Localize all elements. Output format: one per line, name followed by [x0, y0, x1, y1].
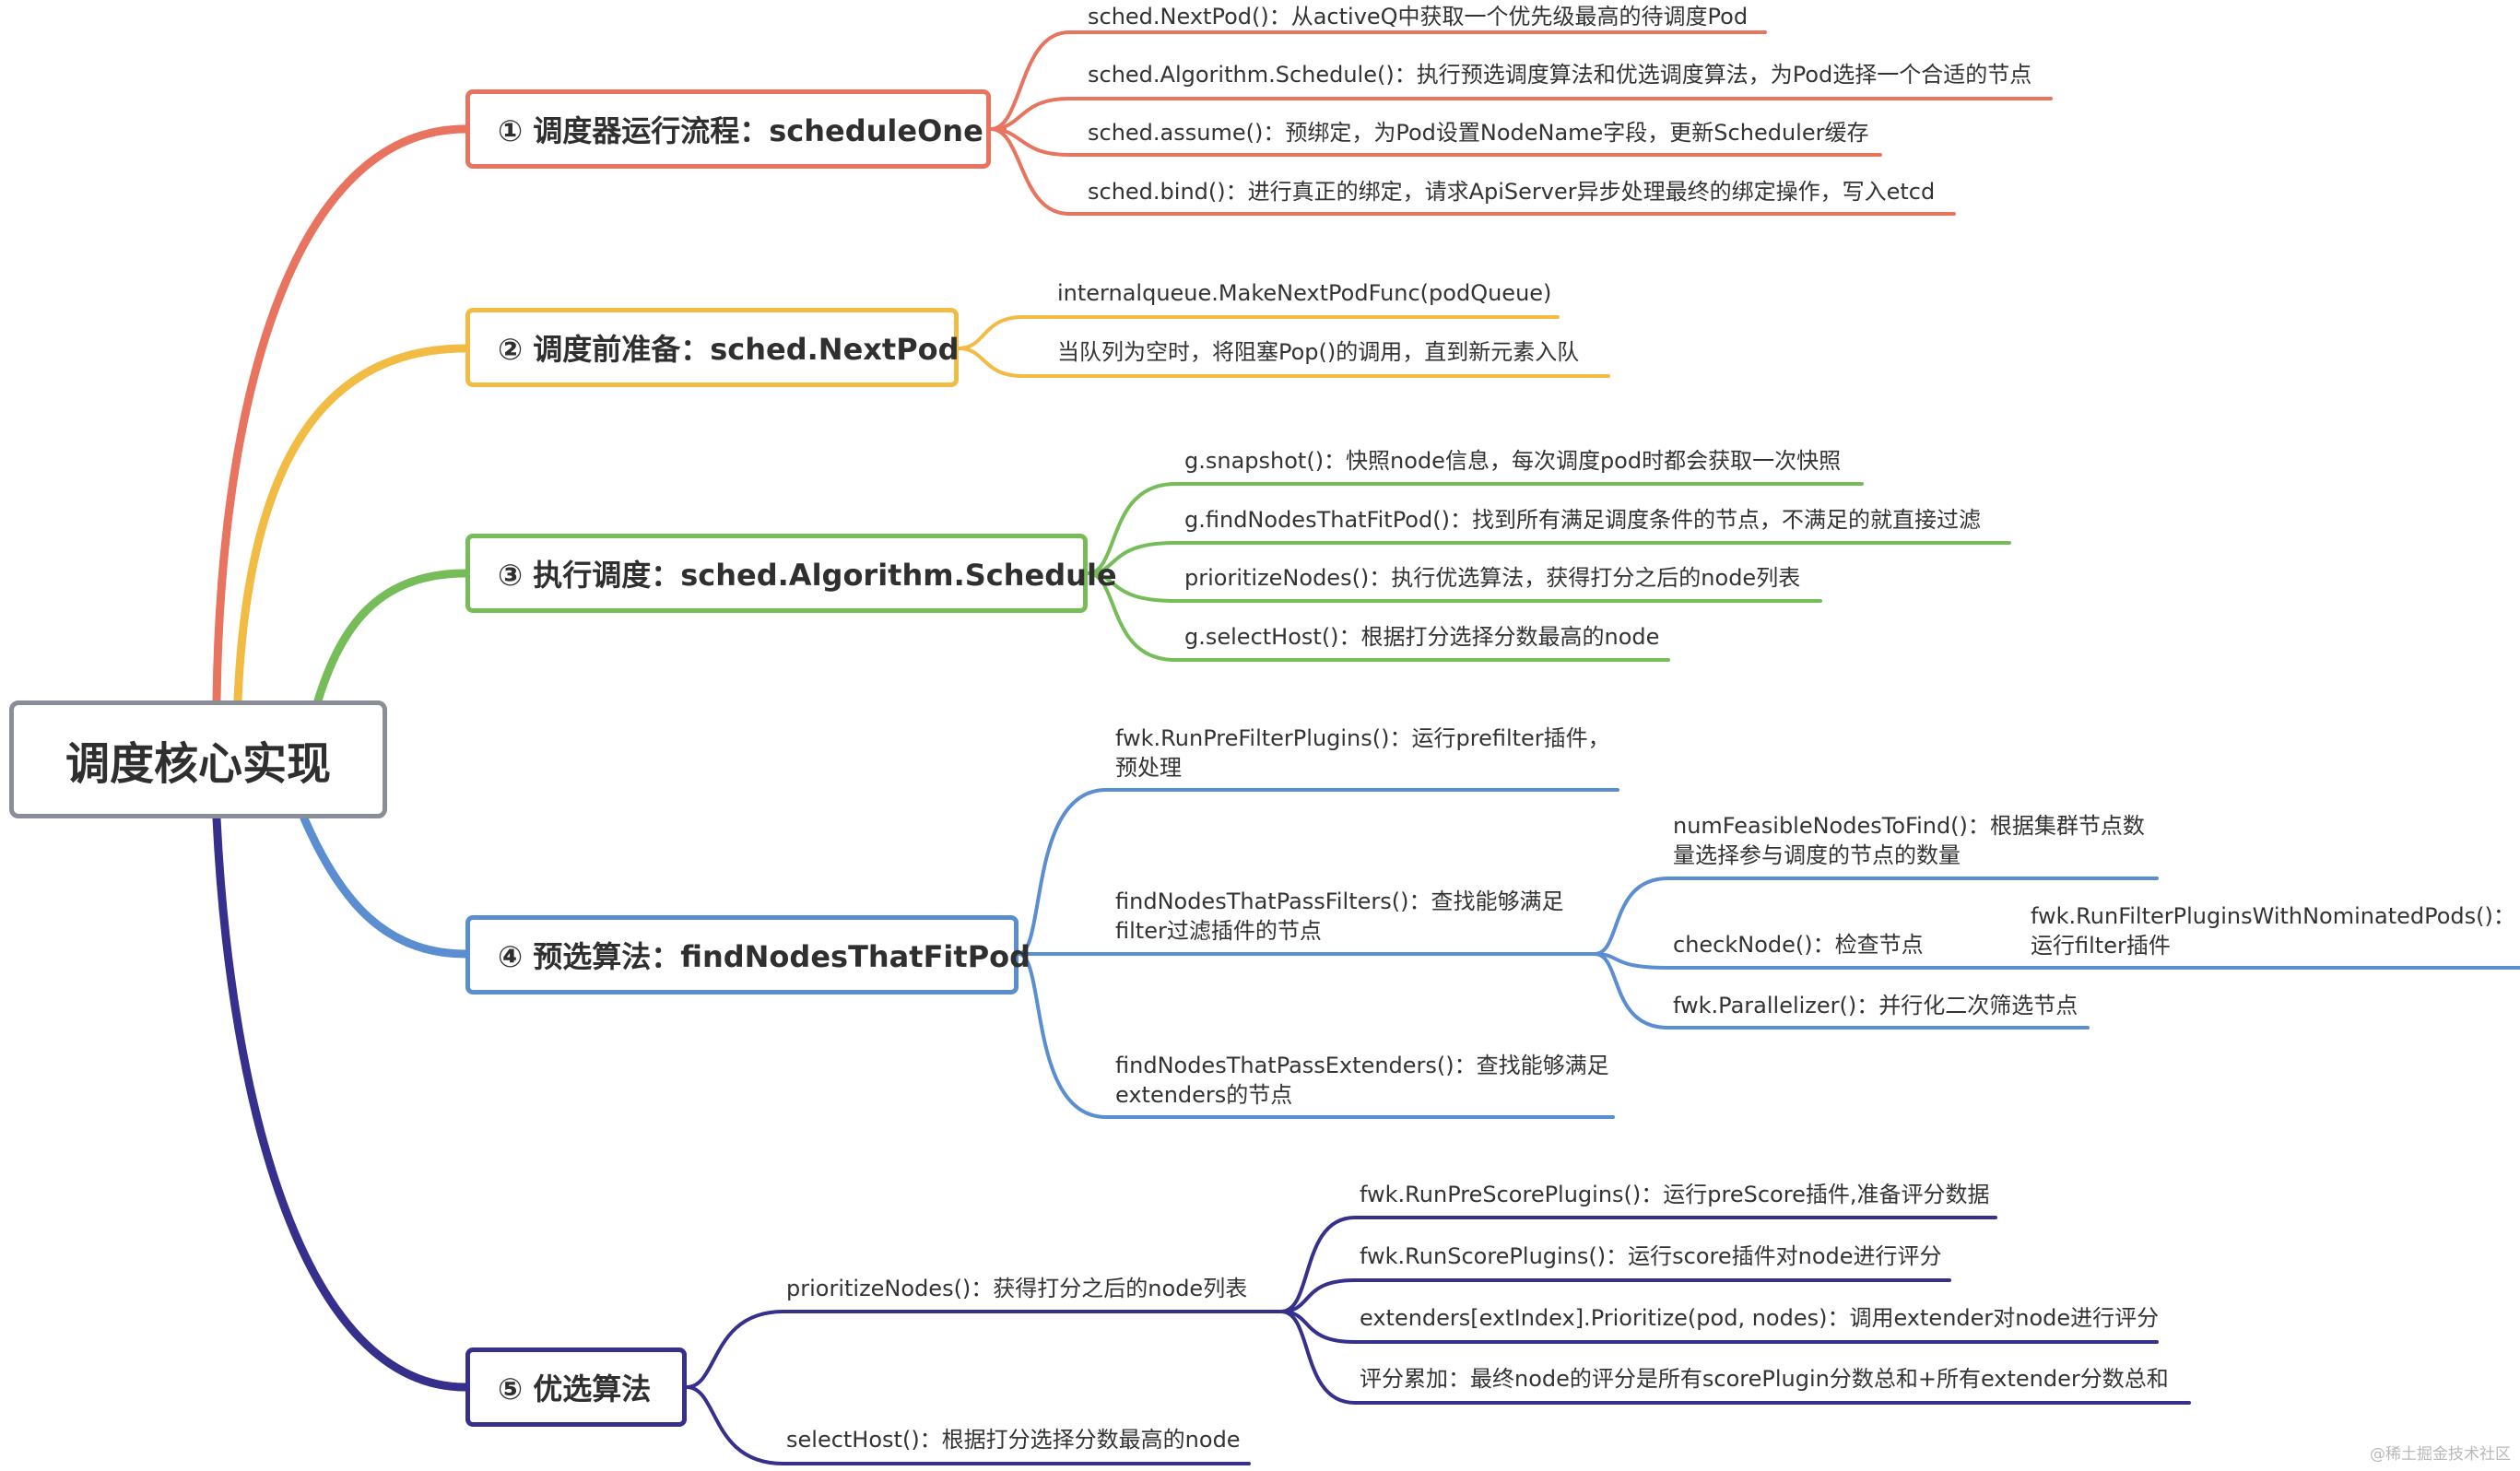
connector-root-b2	[233, 344, 470, 705]
leaf-snapshot[interactable]: g.snapshot()：快照node信息，每次调度pod时都会获取一次快照	[1184, 448, 1842, 474]
leaf-score-aggregation[interactable]: 评分累加：最终node的评分是所有scorePlugin分数总和+所有exten…	[1360, 1366, 2169, 1392]
leaf-line: checkNode()：检查节点	[1673, 932, 1924, 958]
leaf-line: fwk.RunPreFilterPlugins()：运行prefilter插件，	[1115, 725, 1610, 751]
branch-label: ③ 执行调度：sched.Algorithm.Schedule	[498, 558, 1117, 593]
connector-root-b1	[212, 124, 470, 705]
leaf-line: 运行filter插件	[2031, 933, 2171, 959]
leaf-find-nodes-that-fit-pod[interactable]: g.findNodesThatFitPod()：找到所有满足调度条件的节点，不满…	[1184, 507, 1981, 533]
leaf-line: numFeasibleNodesToFind()：根据集群节点数	[1673, 813, 2145, 839]
root-node-label: 调度核心实现	[65, 738, 331, 790]
leaf-line: 预处理	[1115, 755, 1182, 781]
leaf-line: findNodesThatPassExtenders()：查找能够满足	[1115, 1053, 1609, 1078]
leaf-next-pod[interactable]: sched.NextPod()：从activeQ中获取一个优先级最高的待调度Po…	[1088, 4, 1749, 29]
branch-node-predicates[interactable]: ④ 预选算法：findNodesThatFitPod	[465, 915, 1030, 994]
branch-node-priorities[interactable]: ⑤ 优选算法	[465, 1347, 687, 1427]
leaf-algorithm-schedule[interactable]: sched.Algorithm.Schedule()：执行预选调度算法和优选调度…	[1088, 62, 2032, 88]
leaf-num-feasible-nodes-to-find[interactable]: numFeasibleNodesToFind()：根据集群节点数 量选择参与调度…	[1673, 811, 2145, 870]
leaf-select-host-max[interactable]: selectHost()：根据打分选择分数最高的node	[786, 1427, 1241, 1453]
branch-label: ④ 预选算法：findNodesThatFitPod	[498, 939, 1031, 974]
leaf-queue-blocking-pop[interactable]: 当队列为空时，将阻塞Pop()的调用，直到新元素入队	[1057, 339, 1580, 365]
leaf-prioritize-nodes[interactable]: prioritizeNodes()：执行优选算法，获得打分之后的node列表	[1184, 565, 1801, 591]
leaf-line: fwk.Parallelizer()：并行化二次筛选节点	[1673, 993, 2078, 1018]
watermark: @稀土掘金技术社区	[2370, 1445, 2511, 1464]
leaf-find-nodes-that-pass-filters[interactable]: findNodesThatPassFilters()：查找能够满足 filter…	[1115, 887, 1563, 946]
branch-node-schedule-one[interactable]: ① 调度器运行流程：scheduleOne	[465, 89, 991, 169]
leaf-assume[interactable]: sched.assume()：预绑定，为Pod设置NodeName字段，更新Sc…	[1088, 120, 1869, 146]
leaf-run-score-plugins[interactable]: fwk.RunScorePlugins()：运行score插件对node进行评分	[1360, 1243, 1942, 1269]
leaf-line: extenders的节点	[1115, 1082, 1293, 1108]
branch-label: ① 调度器运行流程：scheduleOne	[498, 113, 983, 148]
leaf-line: fwk.RunFilterPluginsWithNominatedPods()：	[2031, 903, 2515, 929]
leaf-prioritize-nodes-list[interactable]: prioritizeNodes()：获得打分之后的node列表	[786, 1276, 1248, 1301]
leaf-check-node[interactable]: checkNode()：检查节点	[1673, 930, 1924, 959]
leaf-parallelizer[interactable]: fwk.Parallelizer()：并行化二次筛选节点	[1673, 991, 2078, 1020]
leaf-line: findNodesThatPassFilters()：查找能够满足	[1115, 888, 1564, 914]
branch-label: ② 调度前准备：sched.NextPod	[498, 332, 960, 367]
leaf-extenders-prioritize[interactable]: extenders[extIndex].Prioritize(pod, node…	[1360, 1305, 2160, 1331]
leaf-line: 量选择参与调度的节点的数量	[1673, 842, 1961, 868]
leaf-run-prefilter-plugins[interactable]: fwk.RunPreFilterPlugins()：运行prefilter插件，…	[1115, 724, 1610, 783]
connector-root-b3	[313, 569, 470, 705]
leaf-select-host[interactable]: g.selectHost()：根据打分选择分数最高的node	[1184, 624, 1660, 650]
connector-root-b4	[300, 814, 470, 959]
branch-node-next-pod[interactable]: ② 调度前准备：sched.NextPod	[465, 308, 960, 387]
leaf-run-prescore-plugins[interactable]: fwk.RunPreScorePlugins()：运行preScore插件,准备…	[1360, 1182, 1990, 1207]
connector-root-b5	[212, 814, 470, 1392]
leaf-line: filter过滤插件的节点	[1115, 918, 1322, 944]
branch-node-algorithm-schedule[interactable]: ③ 执行调度：sched.Algorithm.Schedule	[465, 534, 1117, 613]
leaf-bind[interactable]: sched.bind()：进行真正的绑定，请求ApiServer异步处理最终的绑…	[1088, 179, 1936, 205]
leaf-make-next-pod-func[interactable]: internalqueue.MakeNextPodFunc(podQueue)	[1057, 280, 1552, 306]
branch-label: ⑤ 优选算法	[498, 1371, 652, 1406]
leaf-run-filter-plugins-with-nominated-pods[interactable]: fwk.RunFilterPluginsWithNominatedPods()：…	[2031, 901, 2515, 960]
root-node[interactable]: 调度核心实现	[9, 700, 387, 818]
leaf-find-nodes-that-pass-extenders[interactable]: findNodesThatPassExtenders()：查找能够满足 exte…	[1115, 1051, 1609, 1110]
